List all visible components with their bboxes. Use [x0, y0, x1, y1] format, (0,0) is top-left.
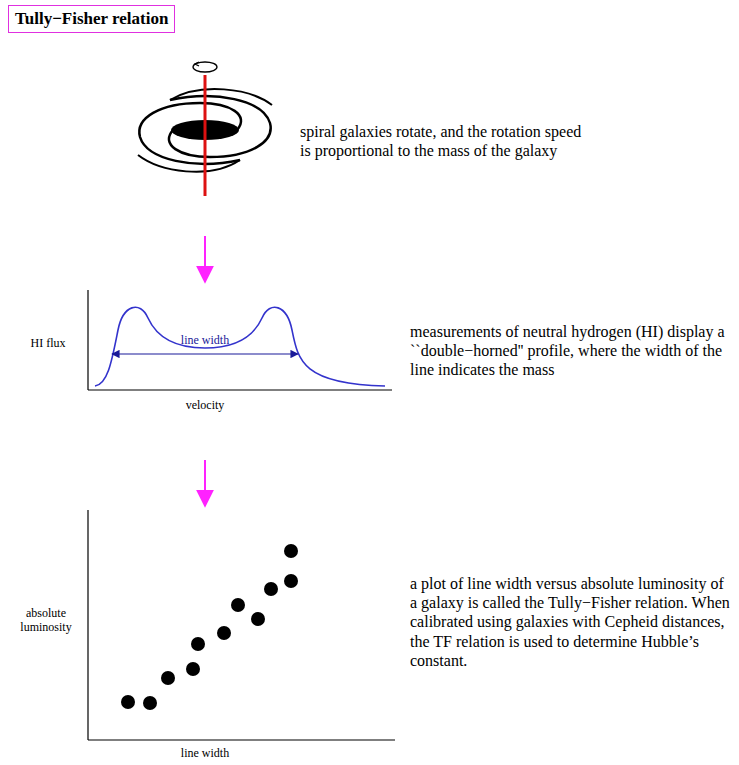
plot-axes [88, 290, 392, 390]
scatter-points [121, 544, 298, 710]
description-text: measurements of neutral hydrogen (HI) di… [410, 322, 732, 380]
title-frame: Tully−Fisher relation [8, 5, 175, 33]
axis-label: HI flux [20, 336, 76, 350]
title: Tully−Fisher relation [15, 9, 168, 28]
flow-arrow [204, 460, 206, 506]
spiral-arm [169, 96, 271, 157]
line-width-label: line width [150, 333, 260, 347]
plot-axes [88, 510, 395, 740]
axis-label: absolute luminosity [6, 606, 86, 635]
axis-label: velocity [155, 398, 255, 412]
description-text: spiral galaxies rotate, and the rotation… [300, 122, 592, 160]
description-text: a plot of line width versus absolute lum… [410, 574, 732, 670]
hi-profile-curve [95, 307, 385, 386]
rotation-arrow [193, 62, 217, 72]
axis-label: line width [150, 746, 260, 760]
flow-arrow [204, 236, 206, 282]
width-arrow [112, 353, 298, 354]
rotation-axis [204, 75, 207, 196]
